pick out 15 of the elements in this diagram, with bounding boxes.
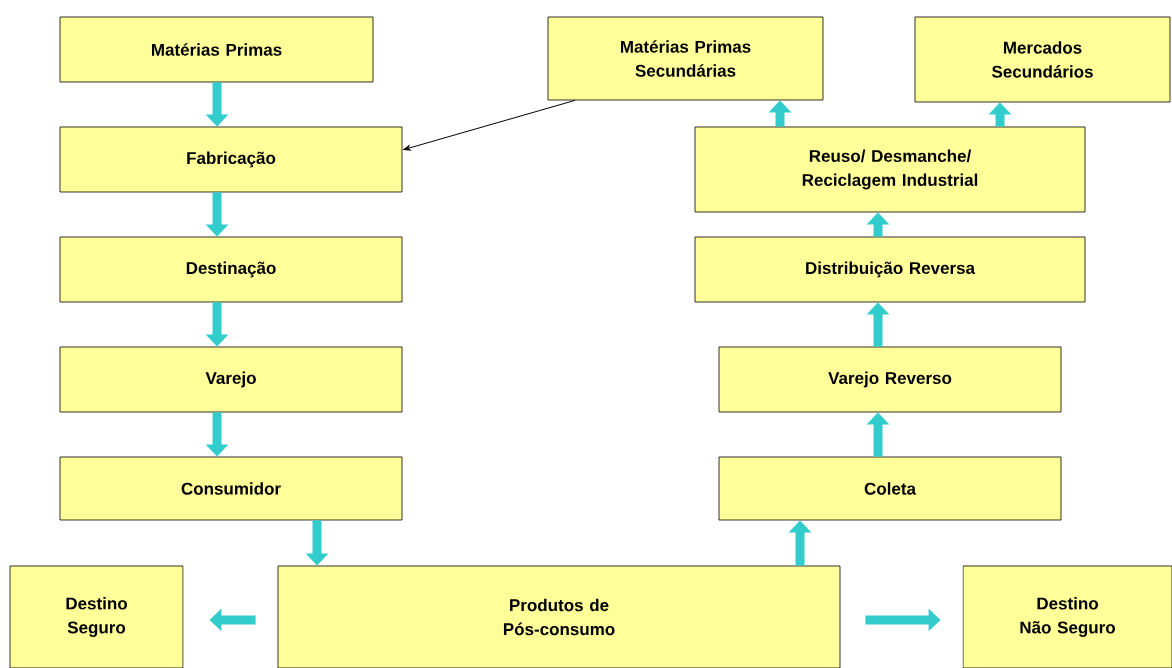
process-box: Matérias Primas [59, 16, 374, 83]
process-box: Consumidor [59, 456, 403, 521]
process-box: Destino Seguro [9, 565, 184, 668]
process-box: Coleta [718, 456, 1062, 521]
process-box: Distribuição Reversa [694, 236, 1086, 303]
process-box: Varejo [59, 346, 403, 413]
process-box: Mercados Secundários [914, 16, 1171, 103]
process-box: Produtos de Pós-consumo [277, 565, 841, 668]
process-box: Matérias Primas Secundárias [547, 16, 824, 101]
process-box: Destinação [59, 236, 403, 303]
process-box: Destino Não Seguro [962, 565, 1172, 668]
process-box: Fabricação [59, 126, 403, 193]
process-box: Varejo Reverso [718, 346, 1062, 413]
arrow [403, 99, 576, 151]
process-box: Reuso/ Desmanche/ Reciclagem Industrial [694, 126, 1086, 213]
